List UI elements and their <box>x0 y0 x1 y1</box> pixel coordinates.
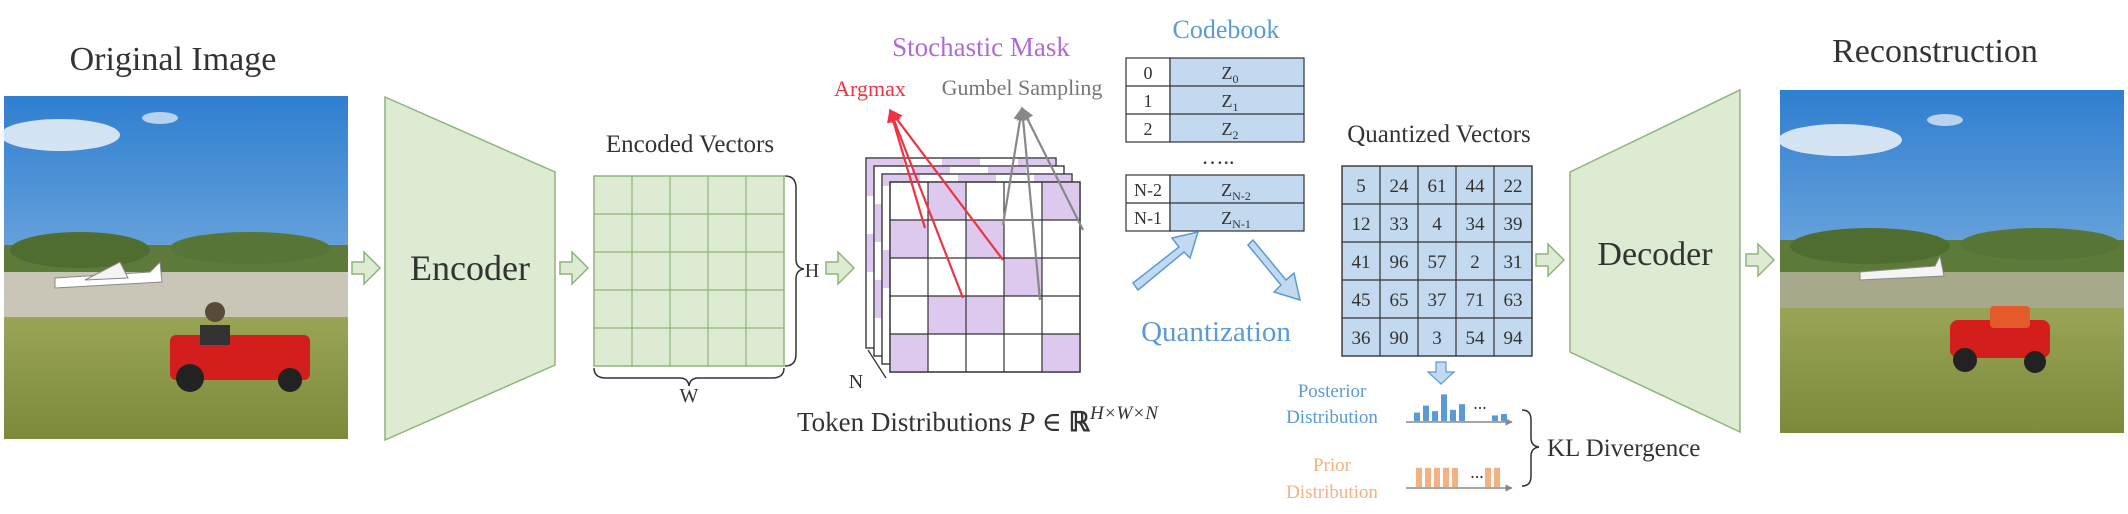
dim-n-label: N <box>849 371 863 393</box>
quantized-cell: 2 <box>1470 252 1480 273</box>
brace-n <box>867 349 887 379</box>
token-distribution-stack <box>865 157 1081 373</box>
quantized-cell: 33 <box>1390 214 1409 235</box>
codebook-table <box>1125 57 1305 232</box>
prior-bar <box>1443 467 1449 487</box>
token-distributions-caption: Token Distributions P ∈ ℝH×W×N <box>797 403 1159 437</box>
quantized-cell: 5 <box>1356 176 1366 197</box>
codebook-index-0: 0 <box>1144 63 1153 83</box>
prior-ellipsis: ... <box>1470 462 1484 482</box>
kl-divergence-label: KL Divergence <box>1547 435 1700 462</box>
quantized-cell: 3 <box>1432 328 1442 349</box>
quantized-cell: 94 <box>1504 328 1524 349</box>
posterior-bar <box>1414 412 1420 421</box>
codebook-vector-1: Z1 <box>1222 91 1239 114</box>
gumbel-arrows <box>1001 106 1084 301</box>
encoded-vectors-grid <box>593 175 785 367</box>
prior-bar <box>1416 467 1422 487</box>
posterior-bar <box>1450 409 1456 421</box>
gumbel-sampling-label: Gumbel Sampling <box>942 75 1103 100</box>
quantized-cell: 96 <box>1390 252 1409 273</box>
posterior-bar <box>1501 414 1507 421</box>
posterior-bar <box>1441 394 1447 421</box>
brace-h <box>784 175 805 367</box>
prior-label-line2: Distribution <box>1286 482 1378 503</box>
flow-arrow-1 <box>351 250 382 286</box>
posterior-down-arrow <box>1426 361 1456 385</box>
prior-bars <box>1416 467 1500 487</box>
quantized-cell: 12 <box>1352 214 1371 235</box>
quantization-arrows <box>1131 230 1302 302</box>
argmax-label: Argmax <box>834 76 906 101</box>
posterior-bar <box>1432 411 1438 421</box>
codebook-index-n2: N-2 <box>1134 180 1162 200</box>
codebook-index-n1: N-1 <box>1134 208 1162 228</box>
codebook-title: Codebook <box>1173 15 1280 44</box>
quantized-vectors-grid <box>1341 165 1533 357</box>
codebook-ellipsis: ….. <box>1202 144 1235 169</box>
codebook-index-1: 1 <box>1144 91 1153 111</box>
encoder-label: Encoder <box>410 248 530 288</box>
quantized-cell: 54 <box>1466 328 1486 349</box>
kl-brace <box>1521 409 1540 487</box>
quantized-cell: 90 <box>1390 328 1409 349</box>
quantization-label: Quantization <box>1141 316 1291 348</box>
encoder-trapezoid <box>384 95 556 442</box>
codebook-vector-n1: ZN-1 <box>1221 208 1251 231</box>
dim-h-label: H <box>805 260 819 282</box>
quantized-cell: 37 <box>1428 290 1447 311</box>
quantized-cell: 71 <box>1466 290 1485 311</box>
quantized-vectors-title: Quantized Vectors <box>1347 121 1531 148</box>
quantized-cell: 31 <box>1504 252 1523 273</box>
posterior-bar <box>1492 415 1498 421</box>
quantized-cell: 45 <box>1352 290 1371 311</box>
dim-w-label: W <box>680 385 699 407</box>
quantized-vector-values: 5 24 61 44 22 12 33 4 34 39 41 96 57 2 3… <box>1352 176 1524 349</box>
quantized-cell: 61 <box>1428 176 1447 197</box>
posterior-label-line1: Posterior <box>1298 381 1367 402</box>
original-image-title: Original Image <box>70 41 277 78</box>
quantized-cell: 24 <box>1390 176 1410 197</box>
posterior-ellipsis: ... <box>1473 393 1487 413</box>
quantized-cell: 34 <box>1466 214 1486 235</box>
prior-label-line1: Prior <box>1313 455 1352 476</box>
quantized-cell: 39 <box>1504 214 1523 235</box>
brace-w <box>593 367 785 387</box>
prior-bar <box>1494 467 1500 487</box>
prior-bar <box>1434 467 1440 487</box>
posterior-bar <box>1459 404 1465 421</box>
quantized-cell: 4 <box>1432 214 1442 235</box>
posterior-label-line2: Distribution <box>1286 407 1378 428</box>
quantized-cell: 22 <box>1504 176 1523 197</box>
prior-bar <box>1485 467 1491 487</box>
encoded-vectors-title: Encoded Vectors <box>606 131 774 158</box>
flow-arrow-3 <box>825 250 856 286</box>
prior-bar <box>1425 467 1431 487</box>
prior-bar <box>1452 467 1458 487</box>
flow-arrow-4 <box>1535 242 1566 278</box>
argmax-arrows <box>887 108 1004 299</box>
posterior-bars <box>1414 394 1507 421</box>
codebook-vector-2: Z2 <box>1222 119 1239 142</box>
original-image <box>0 96 348 439</box>
stochastic-mask-title: Stochastic Mask <box>892 32 1070 62</box>
quantized-cell: 63 <box>1504 290 1523 311</box>
codebook-index-2: 2 <box>1144 119 1153 139</box>
flow-arrow-5 <box>1745 242 1776 278</box>
quantized-cell: 57 <box>1428 252 1447 273</box>
codebook-vector-n2: ZN-2 <box>1221 180 1251 203</box>
decoder-label: Decoder <box>1597 236 1713 273</box>
reconstruction-title: Reconstruction <box>1832 33 2038 70</box>
quantized-cell: 65 <box>1390 290 1409 311</box>
quantized-cell: 36 <box>1352 328 1371 349</box>
decoder-trapezoid <box>1569 88 1741 434</box>
reconstruction-image <box>1778 90 2124 433</box>
posterior-bar <box>1423 405 1429 421</box>
flow-arrow-2 <box>559 250 590 286</box>
quantized-cell: 41 <box>1352 252 1371 273</box>
quantized-cell: 44 <box>1466 176 1486 197</box>
codebook-vector-0: Z0 <box>1222 63 1239 86</box>
